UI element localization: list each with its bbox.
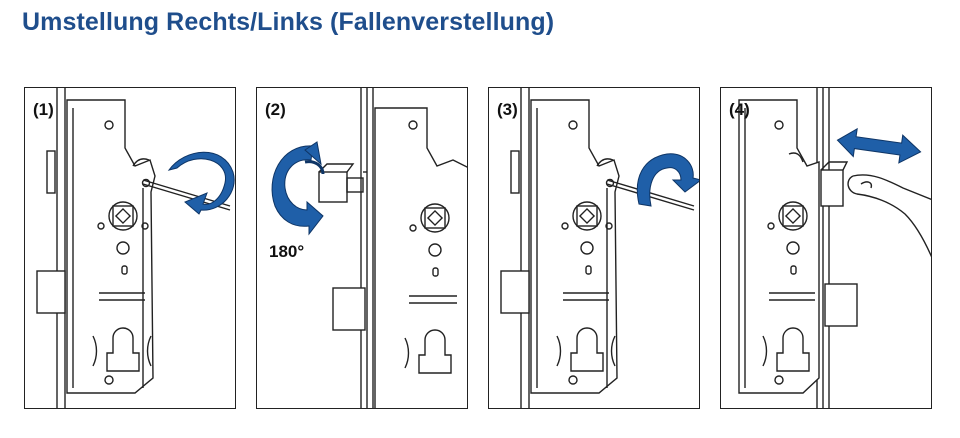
- step-panel-2: (2) 180°: [256, 87, 468, 409]
- step-panel-4: (4): [720, 87, 932, 409]
- rotate-180-icon: [271, 141, 324, 236]
- angle-label: 180°: [269, 242, 305, 261]
- step-panel-1: (1): [24, 87, 236, 409]
- step-number-1: (1): [33, 100, 54, 119]
- page-title: Umstellung Rechts/Links (Fallenverstellu…: [22, 8, 555, 36]
- step-1-illustration: [36, 88, 235, 408]
- rotate-arrow-icon: [636, 153, 699, 207]
- double-arrow-icon: [836, 127, 922, 164]
- step-number-2: (2): [265, 100, 286, 119]
- step-3-illustration: [500, 88, 699, 408]
- step-number-3: (3): [497, 100, 518, 119]
- rotate-arrow-icon: [167, 151, 235, 215]
- step-4-illustration: [738, 88, 931, 408]
- step-panel-3: (3): [488, 87, 700, 409]
- step-2-illustration: [271, 88, 467, 408]
- step-number-4: (4): [729, 100, 750, 119]
